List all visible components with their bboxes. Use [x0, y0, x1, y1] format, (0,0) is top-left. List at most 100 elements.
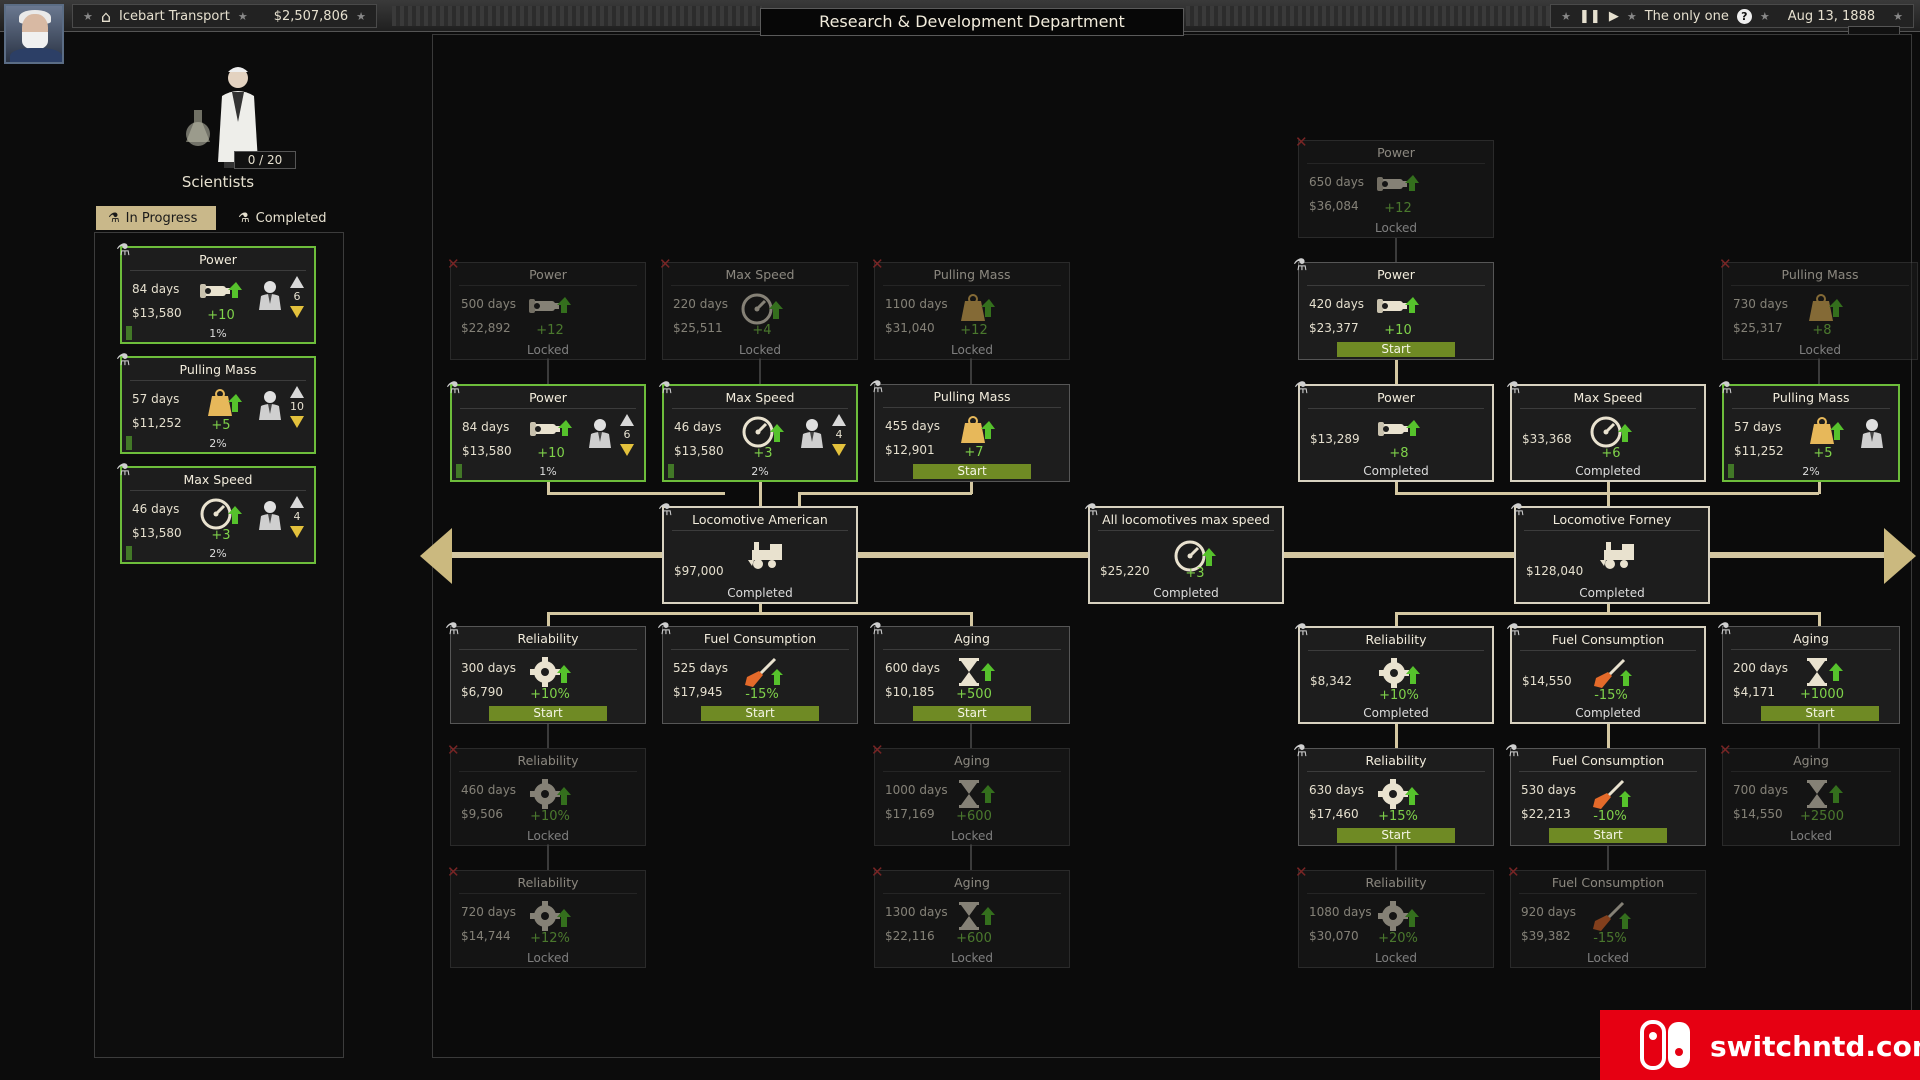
start-button[interactable]: Start: [489, 706, 607, 721]
item-progress: 2%: [209, 437, 227, 450]
research-card-fuel-consumption-locked[interactable]: ✕ Fuel Consumption 920 days $39,382 -15%…: [1507, 863, 1706, 968]
card-title: Reliability: [1365, 632, 1427, 647]
scroll-left-arrow-icon[interactable]: [420, 528, 452, 584]
research-card-power-completed[interactable]: ⚗ Power $13,289 +8 Completed: [1294, 378, 1494, 482]
connector: [547, 612, 973, 615]
increase-scientists-button[interactable]: [290, 386, 304, 398]
research-card-fuel-consumption-available[interactable]: ⚗ Fuel Consumption 530 days $22,213 -10%…: [1505, 741, 1706, 846]
card-cost: $10,185: [885, 685, 935, 699]
research-card-power-available[interactable]: ⚗ Power 420 days $23,377 +10 Start: [1293, 255, 1494, 360]
decrease-scientists-button[interactable]: [290, 416, 304, 428]
increase-scientists-button[interactable]: [290, 496, 304, 508]
research-card-fuel-consumption-completed[interactable]: ⚗ Fuel Consumption $14,550 -15% Complete…: [1506, 620, 1706, 724]
decrease-scientists-button[interactable]: [290, 306, 304, 318]
research-card-reliability-available[interactable]: ⚗ Reliability 300 days $6,790 +10% Start: [445, 619, 646, 724]
card-bonus: +10: [537, 446, 565, 461]
switch-logo-icon: [1640, 1020, 1690, 1070]
start-button[interactable]: Start: [1337, 342, 1455, 357]
card-days: 1100 days: [885, 297, 948, 311]
connector: [1395, 358, 1398, 384]
flask-icon: ⚗: [116, 460, 131, 479]
research-card-locomotive-american[interactable]: ⚗ Locomotive American $97,000 Completed: [658, 500, 858, 604]
locked-x-icon: ✕: [447, 741, 460, 759]
player-avatar[interactable]: [4, 4, 64, 64]
research-card-aging-available[interactable]: ⚗ Aging 200 days $4,171 +1000 Start: [1717, 619, 1900, 724]
tab-in-progress[interactable]: ⚗ In Progress: [96, 206, 216, 230]
star-icon: ★: [1759, 9, 1770, 23]
play-icon[interactable]: ▶: [1608, 8, 1619, 24]
increase-scientists-button[interactable]: [290, 276, 304, 288]
item-progress: 1%: [209, 327, 227, 340]
item-title: Power: [199, 252, 237, 267]
decrease-scientists-button[interactable]: [832, 444, 846, 456]
research-card-power-locked[interactable]: ✕ Power 500 days $22,892 +12 Locked: [447, 255, 646, 360]
card-cost: $25,317: [1733, 321, 1783, 335]
connector: [547, 612, 550, 626]
card-cost: $9,506: [461, 807, 503, 821]
research-card-pulling-mass-locked[interactable]: ✕ Pulling Mass 730 days $25,317 +8 Locke…: [1719, 255, 1918, 360]
card-days: 1080 days: [1309, 905, 1372, 919]
research-card-max-speed-completed[interactable]: ⚗ Max Speed $33,368 +6 Completed: [1506, 378, 1706, 482]
increase-scientists-button[interactable]: [832, 414, 846, 426]
research-card-power-locked[interactable]: ✕ Power 650 days $36,084 +12 Locked: [1295, 133, 1494, 238]
research-card-all-locomotives-max-speed[interactable]: ⚗ All locomotives max speed $25,220 +3 C…: [1084, 500, 1284, 604]
decrease-scientists-button[interactable]: [620, 444, 634, 456]
research-card-aging-locked[interactable]: ✕ Aging 700 days $14,550 +2500 Locked: [1719, 741, 1900, 846]
in-progress-item-power[interactable]: ⚗ Power 84 days $13,580 +10 6 1%: [116, 240, 316, 344]
research-card-max-speed-locked[interactable]: ✕ Max Speed 220 days $25,511 +4 Locked: [659, 255, 858, 360]
whistle-icon: [198, 276, 242, 310]
research-card-max-speed-in-progress[interactable]: ⚗ Max Speed 46 days $13,580 +3 4 2%: [658, 378, 858, 482]
increase-scientists-button[interactable]: [620, 414, 634, 426]
home-icon[interactable]: ⌂: [100, 6, 112, 26]
research-card-aging-locked[interactable]: ✕ Aging 1000 days $17,169 +600 Locked: [871, 741, 1070, 846]
start-button[interactable]: Start: [1337, 828, 1455, 843]
in-progress-item-max-speed[interactable]: ⚗ Max Speed 46 days $13,580 +3 4 2%: [116, 460, 316, 564]
card-cost: $17,169: [885, 807, 935, 821]
research-card-reliability-locked[interactable]: ✕ Reliability 720 days $14,744 +12% Lock…: [447, 863, 646, 968]
decrease-scientists-button[interactable]: [290, 526, 304, 538]
research-card-power-in-progress[interactable]: ⚗ Power 84 days $13,580 +10 6 1%: [446, 378, 646, 482]
in-progress-item-pulling-mass[interactable]: ⚗ Pulling Mass 57 days $11,252 +5 10 2%: [116, 350, 316, 454]
flask-check-icon: ⚗: [1294, 378, 1309, 397]
research-card-reliability-locked[interactable]: ✕ Reliability 1080 days $30,070 +20% Loc…: [1295, 863, 1494, 968]
card-status: Locked: [1799, 343, 1841, 357]
scientist-illustration-icon: [186, 67, 258, 168]
card-days: 200 days: [1733, 661, 1789, 675]
start-button[interactable]: Start: [1761, 706, 1879, 721]
card-title: Fuel Consumption: [1551, 632, 1665, 647]
research-card-pulling-mass-locked[interactable]: ✕ Pulling Mass 1100 days $31,040 +12 Loc…: [871, 255, 1070, 360]
research-card-pulling-mass-available[interactable]: ⚗ Pulling Mass 455 days $12,901 +7 Start: [869, 377, 1070, 482]
research-card-pulling-mass-in-progress[interactable]: ⚗ Pulling Mass 57 days $11,252 +5 2%: [1718, 378, 1900, 482]
research-card-reliability-available[interactable]: ⚗ Reliability 630 days $17,460 +15% Star…: [1293, 741, 1494, 846]
item-days: 46 days: [132, 502, 180, 516]
flask-icon: ⚗: [116, 240, 131, 259]
locked-x-icon: ✕: [1719, 255, 1732, 273]
research-card-aging-available[interactable]: ⚗ Aging 600 days $10,185 +500 Start: [869, 619, 1070, 724]
start-button[interactable]: Start: [913, 706, 1031, 721]
connector: [798, 492, 801, 506]
card-title: Reliability: [517, 631, 579, 646]
card-title: Power: [529, 390, 567, 405]
start-button[interactable]: Start: [1549, 828, 1667, 843]
card-title: Aging: [1793, 753, 1829, 768]
start-button[interactable]: Start: [913, 464, 1031, 479]
research-card-reliability-completed[interactable]: ⚗ Reliability $8,342 +10% Completed: [1294, 620, 1494, 724]
research-card-reliability-locked[interactable]: ✕ Reliability 460 days $9,506 +10% Locke…: [447, 741, 646, 846]
star-icon: ★: [83, 9, 93, 23]
tab-completed[interactable]: ⚗ Completed: [226, 206, 336, 230]
card-days: 220 days: [673, 297, 729, 311]
research-card-fuel-consumption-available[interactable]: ⚗ Fuel Consumption 525 days $17,945 -15%…: [657, 619, 858, 724]
connector: [970, 358, 972, 384]
help-icon[interactable]: ?: [1736, 8, 1752, 24]
pause-icon[interactable]: ❚❚: [1579, 8, 1601, 24]
decorative-stripe: [1186, 6, 1574, 26]
scroll-right-arrow-icon[interactable]: [1884, 528, 1916, 584]
progress-bar: [668, 464, 674, 478]
start-button[interactable]: Start: [701, 706, 819, 721]
item-days: 84 days: [132, 282, 180, 296]
flask-check-icon: ⚗: [238, 210, 250, 226]
research-card-aging-locked[interactable]: ✕ Aging 1300 days $22,116 +600 Locked: [871, 863, 1070, 968]
research-card-locomotive-forney[interactable]: ⚗ Locomotive Forney $128,040 Completed: [1510, 500, 1710, 604]
card-bonus: +8: [1812, 323, 1832, 338]
card-bonus: +600: [956, 809, 992, 824]
